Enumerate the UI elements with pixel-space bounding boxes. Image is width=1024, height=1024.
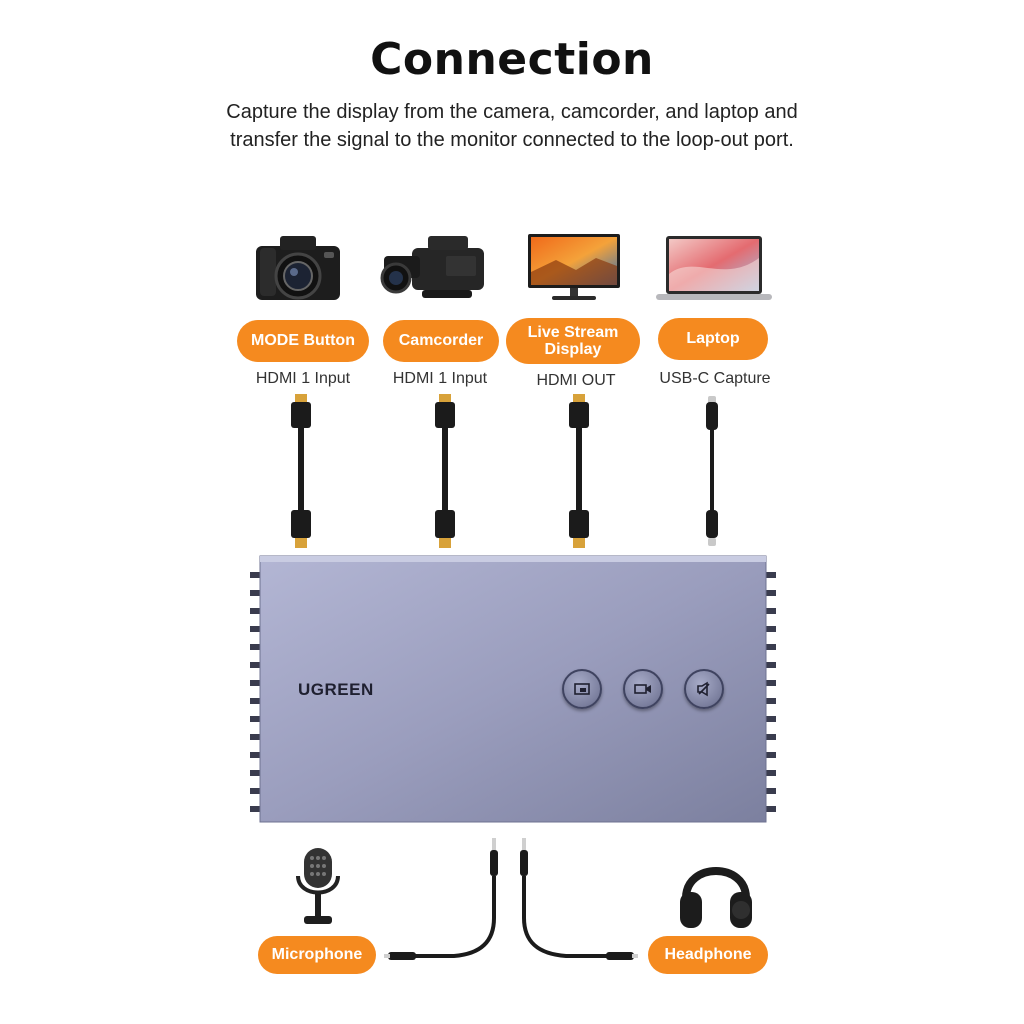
headphone-icon bbox=[680, 867, 752, 928]
camcorder-icon bbox=[380, 236, 484, 298]
hdmi-cable-1 bbox=[291, 394, 311, 548]
pill-camcorder: Camcorder bbox=[383, 320, 499, 362]
audio-cable-left bbox=[384, 838, 498, 960]
picture-in-picture-button[interactable] bbox=[562, 669, 602, 709]
pill-laptop: Laptop bbox=[658, 318, 768, 360]
speaker-button[interactable] bbox=[684, 669, 724, 709]
camera-icon bbox=[256, 236, 340, 300]
port-label-2: HDMI 1 Input bbox=[392, 370, 488, 387]
pill-live-stream-display: Live Stream Display bbox=[506, 318, 640, 364]
port-label-3: HDMI OUT bbox=[536, 372, 616, 389]
microphone-icon bbox=[296, 848, 340, 924]
brand-logo: UGREEN bbox=[298, 680, 374, 699]
camera-switch-button[interactable] bbox=[623, 669, 663, 709]
hdmi-cable-2 bbox=[435, 394, 455, 548]
hdmi-cable-3 bbox=[569, 394, 589, 548]
laptop-icon bbox=[656, 236, 772, 300]
port-label-4: USB-C Capture bbox=[659, 370, 771, 387]
capture-device-body bbox=[250, 555, 776, 823]
picture-in-picture-icon bbox=[574, 683, 590, 695]
pill-microphone: Microphone bbox=[258, 936, 376, 974]
monitor-icon bbox=[528, 234, 620, 300]
camera-switch-icon bbox=[634, 684, 651, 694]
pill-mode-button: MODE Button bbox=[237, 320, 369, 362]
usb-c-cable bbox=[706, 396, 718, 546]
audio-cable-right bbox=[520, 838, 638, 960]
port-label-1: HDMI 1 Input bbox=[255, 370, 351, 387]
page-subtitle: Capture the display from the camera, cam… bbox=[226, 101, 798, 151]
pill-headphone: Headphone bbox=[648, 936, 768, 974]
page-title: Connection bbox=[370, 34, 654, 85]
speaker-icon bbox=[697, 681, 710, 697]
